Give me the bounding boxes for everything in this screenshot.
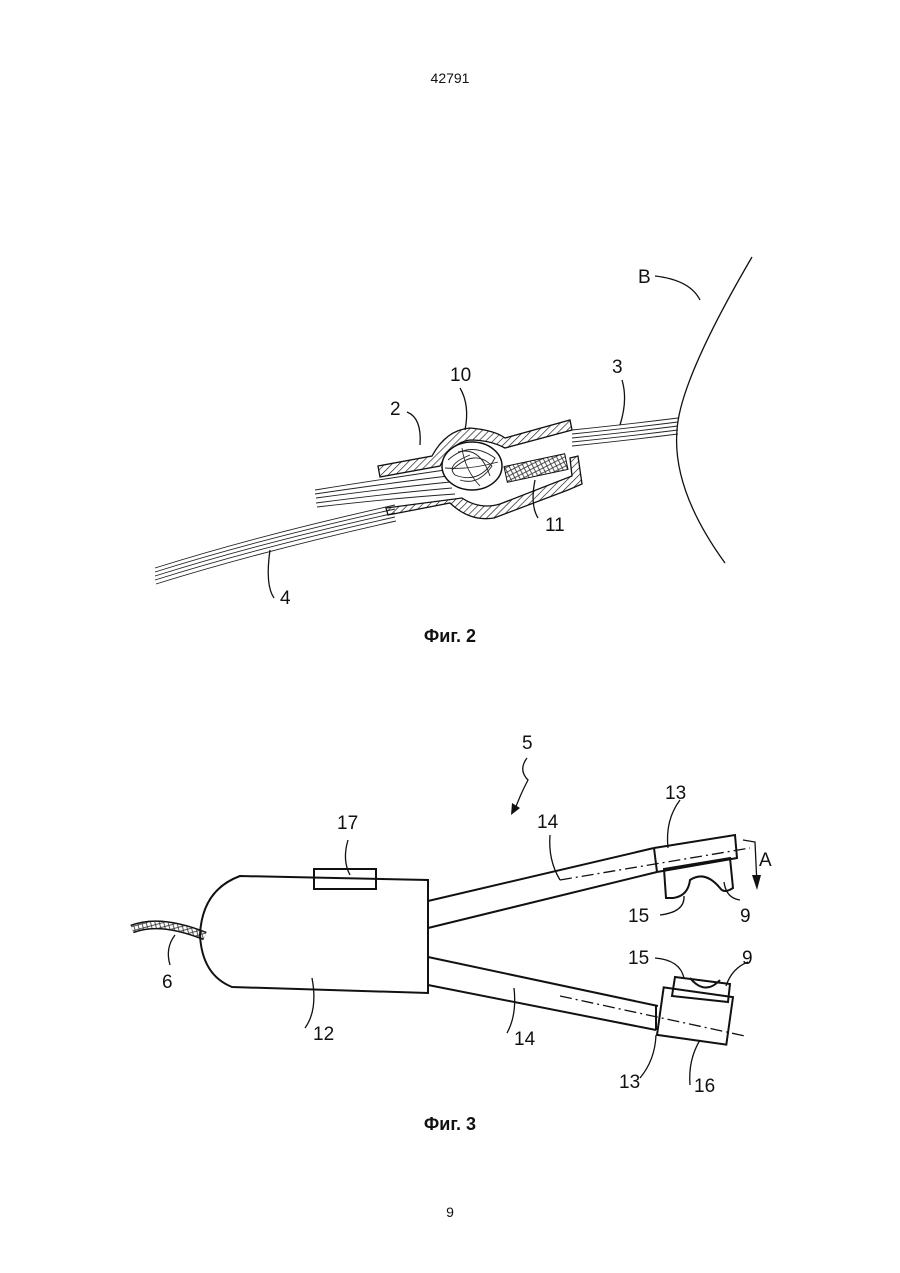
label-15-upper: 15 [628, 906, 649, 927]
page-number: 9 [0, 1204, 900, 1220]
leader-b [655, 276, 700, 300]
figure-2-caption: Фиг. 2 [0, 626, 900, 647]
label-5: 5 [522, 733, 533, 754]
label-16: 16 [694, 1076, 715, 1097]
label-10: 10 [450, 365, 471, 386]
jaw-13-upper [654, 835, 737, 872]
knot-10 [442, 442, 502, 490]
insert-11 [504, 454, 568, 483]
leader-4 [268, 550, 274, 598]
label-14-lower: 14 [514, 1029, 536, 1050]
label-14-upper: 14 [537, 812, 559, 833]
die-9-upper [664, 858, 733, 898]
label-b: B [638, 267, 651, 288]
leader-12 [305, 978, 314, 1028]
label-11: 11 [545, 515, 565, 536]
label-a: A [759, 850, 772, 871]
label-12: 12 [313, 1024, 334, 1045]
leader-3 [620, 380, 625, 425]
leader-13-lower [640, 1035, 656, 1078]
rope-4 [155, 505, 396, 584]
rope-3 [572, 418, 678, 446]
label-13-lower: 13 [619, 1072, 640, 1093]
leader-13-upper [668, 800, 681, 848]
arm-14-lower [428, 957, 658, 1030]
arm-14-upper [428, 848, 657, 928]
figure-2: B 3 10 2 11 4 [155, 257, 752, 609]
leader-15-lower [655, 958, 684, 978]
label-15-lower: 15 [628, 948, 649, 969]
leader-6 [168, 935, 175, 965]
figure-3-caption: Фиг. 3 [0, 1114, 900, 1135]
housing-12 [200, 876, 428, 993]
label-4: 4 [280, 588, 291, 609]
leader-14-upper [550, 835, 560, 880]
jaw-16 [657, 987, 733, 1044]
leader-10 [460, 388, 467, 430]
leader-5 [514, 758, 528, 812]
label-2: 2 [390, 399, 401, 420]
figure-3: 5 17 14 13 A 15 9 15 9 6 12 14 13 16 [132, 733, 772, 1097]
leader-2 [407, 412, 420, 445]
leader-14-lower [507, 988, 515, 1033]
label-17: 17 [337, 813, 358, 834]
body-b-outline [677, 257, 752, 563]
label-9-lower: 9 [742, 948, 753, 969]
label-9-upper: 9 [740, 906, 751, 927]
label-6: 6 [162, 972, 173, 993]
label-13-upper: 13 [665, 783, 686, 804]
label-3: 3 [612, 357, 623, 378]
